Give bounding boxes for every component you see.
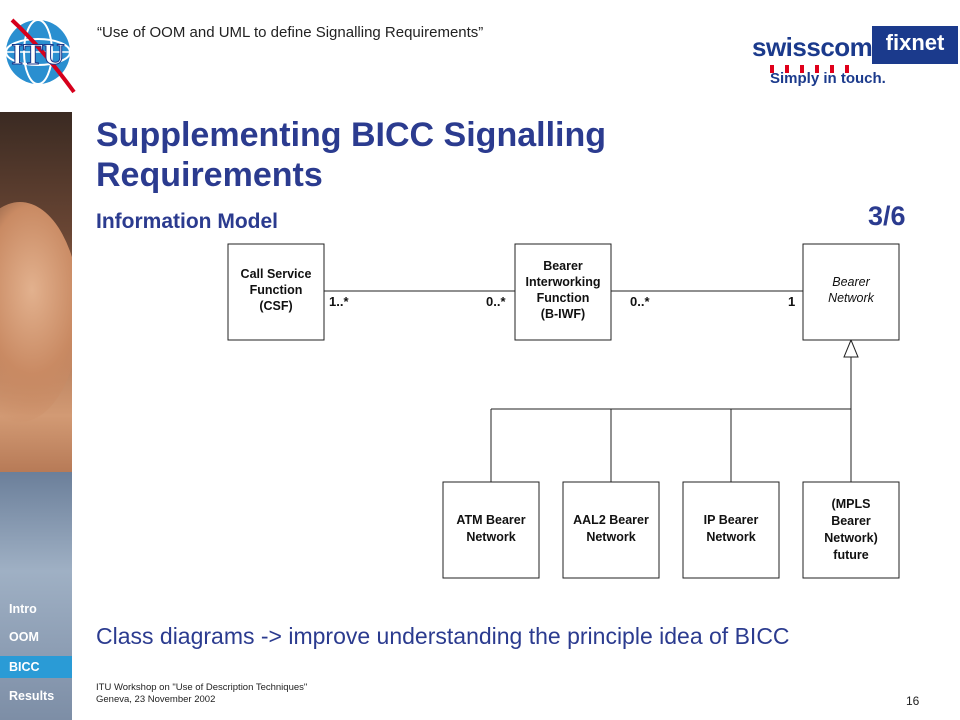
class-ip-bearer-network: IP Bearer Network [682,481,780,579]
class-atm-line1: ATM Bearer [456,513,525,527]
multiplicity-biwf-right: 0..* [630,294,650,309]
class-mpls-line4: future [833,548,868,562]
footer-workshop: ITU Workshop on "Use of Description Tech… [96,682,308,693]
class-bearer-network: Bearer Network [802,243,900,341]
class-ip-line1: IP Bearer [704,513,759,527]
nav-item-bicc[interactable]: BICC [0,656,72,678]
nav-item-intro[interactable]: Intro [9,602,37,616]
class-mpls-line1: (MPLS [832,497,871,511]
itu-logo: ITU [5,18,76,94]
swisscom-logo-text: swisscom [752,32,873,62]
multiplicity-biwf-left: 0..* [486,294,506,309]
class-biwf-line1: Bearer [543,259,583,273]
nav-item-results[interactable]: Results [9,689,55,703]
presenter-photo [0,112,72,720]
presentation-title: “Use of OOM and UML to define Signalling… [97,24,484,41]
footer-location-date: Geneva, 23 November 2002 [96,694,216,705]
slide-title: Supplementing BICC Signalling Requiremen… [96,116,606,194]
class-aal2-line1: AAL2 Bearer [573,513,649,527]
multiplicity-csf-side: 1..* [329,294,349,309]
slide-number: 16 [906,694,920,708]
class-mpls-bearer-network: (MPLS Bearer Network) future [802,481,900,579]
class-csf-line3: (CSF) [259,299,292,313]
generalization-arrowhead [843,338,859,358]
section-page-counter: 3/6 [868,201,906,231]
class-atm-line2: Network [466,530,515,544]
class-biwf-line3: Function [537,291,590,305]
summary-statement: Class diagrams -> improve understanding … [96,623,790,649]
class-ip-line2: Network [706,530,755,544]
multiplicity-network-side: 1 [788,294,795,309]
class-csf: Call Service Function (CSF) [227,243,325,341]
class-atm-bearer-network: ATM Bearer Network [442,481,540,579]
class-bearer-network-line2: Network [828,291,875,305]
nav-item-oom[interactable]: OOM [9,630,39,644]
class-biwf-line4: (B-IWF) [541,307,585,321]
class-csf-line1: Call Service [241,267,312,281]
class-biwf: Bearer Interworking Function (B-IWF) [514,243,612,341]
swisscom-logo-dashes [770,60,860,78]
itu-logo-text: ITU [11,38,64,71]
class-mpls-line2: Bearer [831,514,871,528]
class-aal2-bearer-network: AAL2 Bearer Network [562,481,660,579]
fixnet-logo-box [872,26,958,64]
class-mpls-line3: Network) [824,531,877,545]
class-bearer-network-line1: Bearer [832,275,870,289]
class-aal2-line2: Network [586,530,635,544]
class-biwf-line2: Interworking [525,275,600,289]
slide-subtitle: Information Model [96,210,278,233]
brand-slogan: Simply in touch. [770,70,886,87]
fixnet-logo-text: fixnet [885,30,945,55]
class-csf-line2: Function [250,283,303,297]
